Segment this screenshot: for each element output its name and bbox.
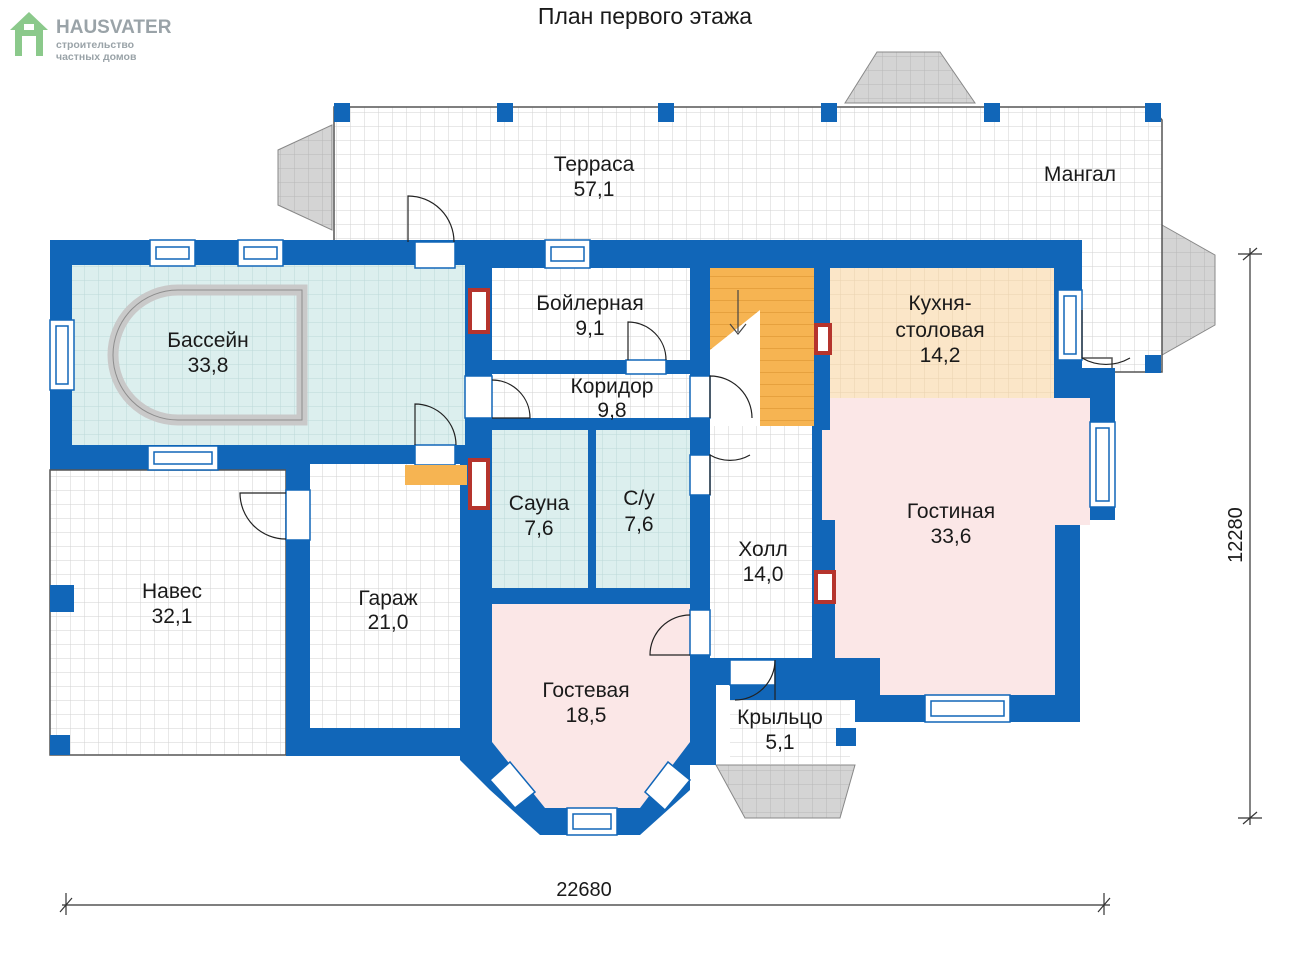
- garage-name: Гараж: [358, 587, 417, 610]
- brand-tagline-1: строительство: [56, 39, 134, 51]
- height-dimension: [1238, 247, 1262, 825]
- terrace-name: Терраса: [554, 153, 635, 176]
- living-room: [822, 398, 1090, 695]
- logo: HAUSVATER строительство частных домов: [10, 12, 172, 63]
- guest-room: [492, 604, 690, 808]
- fuel-storage: [405, 465, 467, 485]
- porch-name: Крыльцо: [737, 706, 823, 729]
- pool-name: Бассейн: [167, 329, 248, 352]
- terrace-area: 57,1: [574, 178, 615, 201]
- corridor-area: 9,8: [597, 399, 626, 422]
- boiler-area: 9,1: [575, 317, 604, 340]
- garage-area: 21,0: [368, 611, 409, 634]
- bbq-name: Мангал: [1044, 163, 1116, 186]
- hall: [710, 426, 812, 658]
- plan-title: План первого этажа: [538, 3, 752, 29]
- porch: [730, 700, 850, 764]
- boiler-room: [492, 268, 690, 360]
- brand-tagline-2: частных домов: [56, 51, 137, 63]
- canopy-name: Навес: [142, 580, 202, 603]
- bathroom: [596, 430, 690, 588]
- canopy-area: 32,1: [152, 605, 193, 628]
- living-name: Гостиная: [907, 500, 995, 523]
- garage: [310, 464, 460, 728]
- house-logo-icon: [10, 12, 48, 56]
- kitchen-area: 14,2: [920, 344, 961, 367]
- boiler-name: Бойлерная: [536, 292, 643, 315]
- width-dimension: [59, 893, 1111, 915]
- stair-arrow-icon: [729, 290, 747, 335]
- sauna: [492, 430, 588, 588]
- sauna-name: Сауна: [509, 492, 570, 515]
- sauna-area: 7,6: [524, 517, 553, 540]
- terrace-steps: [277, 51, 1216, 819]
- pool-area: 33,8: [188, 354, 229, 377]
- wc-name: С/у: [623, 487, 655, 510]
- kitchen-name-line1: Кухня-: [908, 292, 971, 315]
- guest-name: Гостевая: [542, 679, 629, 702]
- corridor: [492, 374, 690, 418]
- doors: [239, 195, 1131, 701]
- guest-area: 18,5: [566, 704, 607, 727]
- hall-name: Холл: [738, 538, 788, 561]
- corridor-name: Коридор: [571, 375, 654, 398]
- width-value: 22680: [556, 879, 612, 901]
- porch-area: 5,1: [765, 731, 794, 754]
- bay-windows: [488, 760, 692, 812]
- living-area: 33,6: [931, 525, 972, 548]
- hall-area: 14,0: [743, 563, 784, 586]
- chimneys: [468, 288, 836, 604]
- windows: [49, 239, 1116, 836]
- kitchen-name-line2: столовая: [895, 319, 984, 342]
- kitchen-dining: [830, 268, 1054, 398]
- wc-area: 7,6: [624, 513, 653, 536]
- brand-name: HAUSVATER: [56, 17, 172, 38]
- height-value: 12280: [1225, 507, 1247, 563]
